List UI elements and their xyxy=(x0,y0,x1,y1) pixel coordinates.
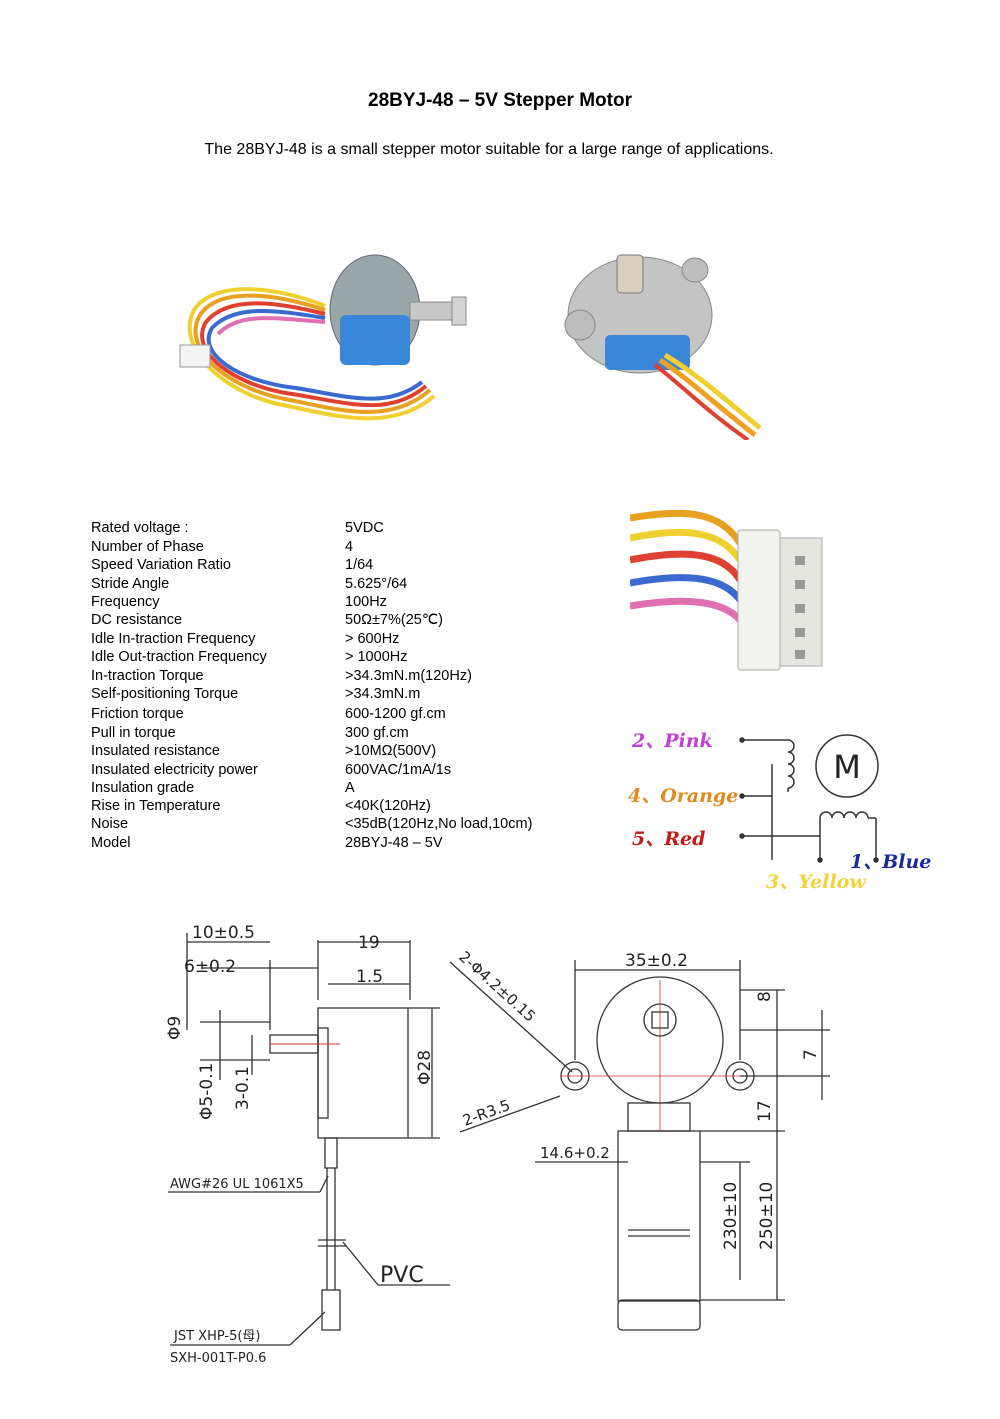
dim-label: Φ28 xyxy=(415,1050,435,1085)
spec-value: > 600Hz xyxy=(345,631,400,647)
spec-label: Rise in Temperature xyxy=(91,798,221,814)
wire-label-orange: 4、Orange xyxy=(628,785,738,807)
spec-value: <35dB(120Hz,No load,10cm) xyxy=(345,816,533,832)
dim-label: 2-Φ4.2±0.15 xyxy=(455,948,539,1026)
spec-row: Insulated electricity power 600VAC/1mA/1s xyxy=(91,761,611,779)
coil-schematic xyxy=(739,734,879,863)
spec-row: In-traction Torque >34.3mN.m(120Hz) xyxy=(91,667,611,685)
spec-row: Idle In-traction Frequency > 600Hz xyxy=(91,630,611,648)
motor-photo-front xyxy=(564,254,762,440)
dim-label: Φ5-0.1 xyxy=(197,1063,217,1120)
motor-photo-side xyxy=(179,254,467,421)
dim-label: 250±10 xyxy=(757,1182,777,1250)
spec-label: Idle In-traction Frequency xyxy=(91,631,256,647)
spec-row: Self-positioning Torque >34.3mN.m xyxy=(91,685,611,703)
dim-label: 35±0.2 xyxy=(625,951,688,971)
spec-row: Speed Variation Ratio 1/64 xyxy=(91,556,611,574)
spec-label: Noise xyxy=(91,816,129,832)
spec-row: Frequency 100Hz xyxy=(91,593,611,611)
wire-label-red: 5、Red xyxy=(632,828,705,850)
spec-label: Frequency xyxy=(91,594,160,610)
page-title: 28BYJ-48 – 5V Stepper Motor xyxy=(368,90,632,111)
spec-value: 600VAC/1mA/1s xyxy=(345,762,452,778)
wire-label-pink: 2、Pink xyxy=(631,730,713,752)
cable-spec-label: AWG#26 UL 1061X5 xyxy=(170,1177,304,1192)
wire-label-yellow: 3、Yellow xyxy=(766,871,866,893)
spec-value: >34.3mN.m xyxy=(345,686,421,702)
dim-label: 230±10 xyxy=(721,1182,741,1250)
spec-label: Number of Phase xyxy=(91,539,204,555)
wire-label-blue: 1、Blue xyxy=(850,851,931,873)
spec-value: 5VDC xyxy=(345,520,384,536)
spec-value: 300 gf.cm xyxy=(345,725,409,741)
spec-value: 100Hz xyxy=(345,594,387,610)
spec-label: Stride Angle xyxy=(91,576,170,592)
spec-value: 28BYJ-48 – 5V xyxy=(345,835,443,851)
spec-row: Insulated resistance >10MΩ(500V) xyxy=(91,742,611,760)
spec-label: Model xyxy=(91,835,131,851)
dim-label: 7 xyxy=(801,1049,821,1060)
spec-value: 50Ω±7%(25℃) xyxy=(345,612,443,628)
spec-row: Noise <35dB(120Hz,No load,10cm) xyxy=(91,815,611,833)
spec-row: Idle Out-traction Frequency > 1000Hz xyxy=(91,648,611,666)
spec-value: 600-1200 gf.cm xyxy=(345,706,446,722)
side-view-body xyxy=(317,1007,409,1139)
dim-label: 2-R3.5 xyxy=(460,1096,512,1130)
spec-row: Insulation grade A xyxy=(91,779,611,797)
spec-label: Rated voltage : xyxy=(91,520,189,536)
dim-label: 1.5 xyxy=(356,967,383,987)
spec-row: Number of Phase 4 xyxy=(91,538,611,556)
spec-label: Idle Out-traction Frequency xyxy=(91,649,267,665)
spec-value: > 1000Hz xyxy=(345,649,408,665)
page-subtitle: The 28BYJ-48 is a small stepper motor su… xyxy=(204,141,774,158)
dim-label: 8 xyxy=(755,991,775,1002)
spec-value: 1/64 xyxy=(345,557,374,573)
spec-value: 4 xyxy=(345,539,354,555)
technical-drawing: 10±0.5 6±0.2 19 1.5 Φ9 Φ5-0.1 3-0.1 Φ28 … xyxy=(165,923,830,1366)
spec-label: Insulated electricity power xyxy=(91,762,258,778)
spec-label: Friction torque xyxy=(91,706,184,722)
dim-label: 10±0.5 xyxy=(192,923,255,943)
spec-label: Self-positioning Torque xyxy=(91,686,239,702)
spec-label: Insulated resistance xyxy=(91,743,220,759)
spec-label: Insulation grade xyxy=(91,780,195,796)
spec-value: >34.3mN.m(120Hz) xyxy=(345,668,472,684)
dim-label: 6±0.2 xyxy=(184,957,236,977)
spec-row: Rated voltage : 5VDC xyxy=(91,519,611,537)
dim-label: 19 xyxy=(358,933,380,953)
spec-label: In-traction Torque xyxy=(91,668,204,684)
pvc-label: PVC xyxy=(380,1263,424,1288)
terminal-spec-label: SXH-001T-P0.6 xyxy=(170,1351,266,1366)
spec-label: Pull in torque xyxy=(91,725,176,741)
dim-label: Φ9 xyxy=(165,1016,185,1040)
dim-label: 17 xyxy=(755,1100,775,1122)
spec-row: Rise in Temperature <40K(120Hz) xyxy=(91,797,611,815)
spec-row: Stride Angle 5.625°/64 xyxy=(91,575,611,593)
connector-spec-label: JST XHP-5(母) xyxy=(173,1329,261,1344)
wiring-diagram: 2、Pink 4、Orange 5、Red 1、Blue 3、Yellow M xyxy=(628,730,931,893)
spec-label: DC resistance xyxy=(91,612,183,628)
spec-value: 5.625°/64 xyxy=(345,576,408,592)
spec-label: Speed Variation Ratio xyxy=(91,557,231,573)
motor-symbol-circle xyxy=(815,734,879,798)
spec-row: Model 28BYJ-48 – 5V xyxy=(91,834,611,852)
spec-value: >10MΩ(500V) xyxy=(345,743,437,759)
motor-symbol-label: M xyxy=(833,748,861,786)
dim-label: 14.6+0.2 xyxy=(540,1144,610,1162)
connector-photo xyxy=(630,509,823,671)
spec-row: Pull in torque 300 gf.cm xyxy=(91,724,611,742)
spec-value: A xyxy=(345,780,355,796)
spec-value: <40K(120Hz) xyxy=(345,798,431,814)
spec-row: Friction torque 600-1200 gf.cm xyxy=(91,705,611,723)
spec-row: DC resistance 50Ω±7%(25℃) xyxy=(91,611,611,629)
dim-label: 3-0.1 xyxy=(233,1066,253,1110)
